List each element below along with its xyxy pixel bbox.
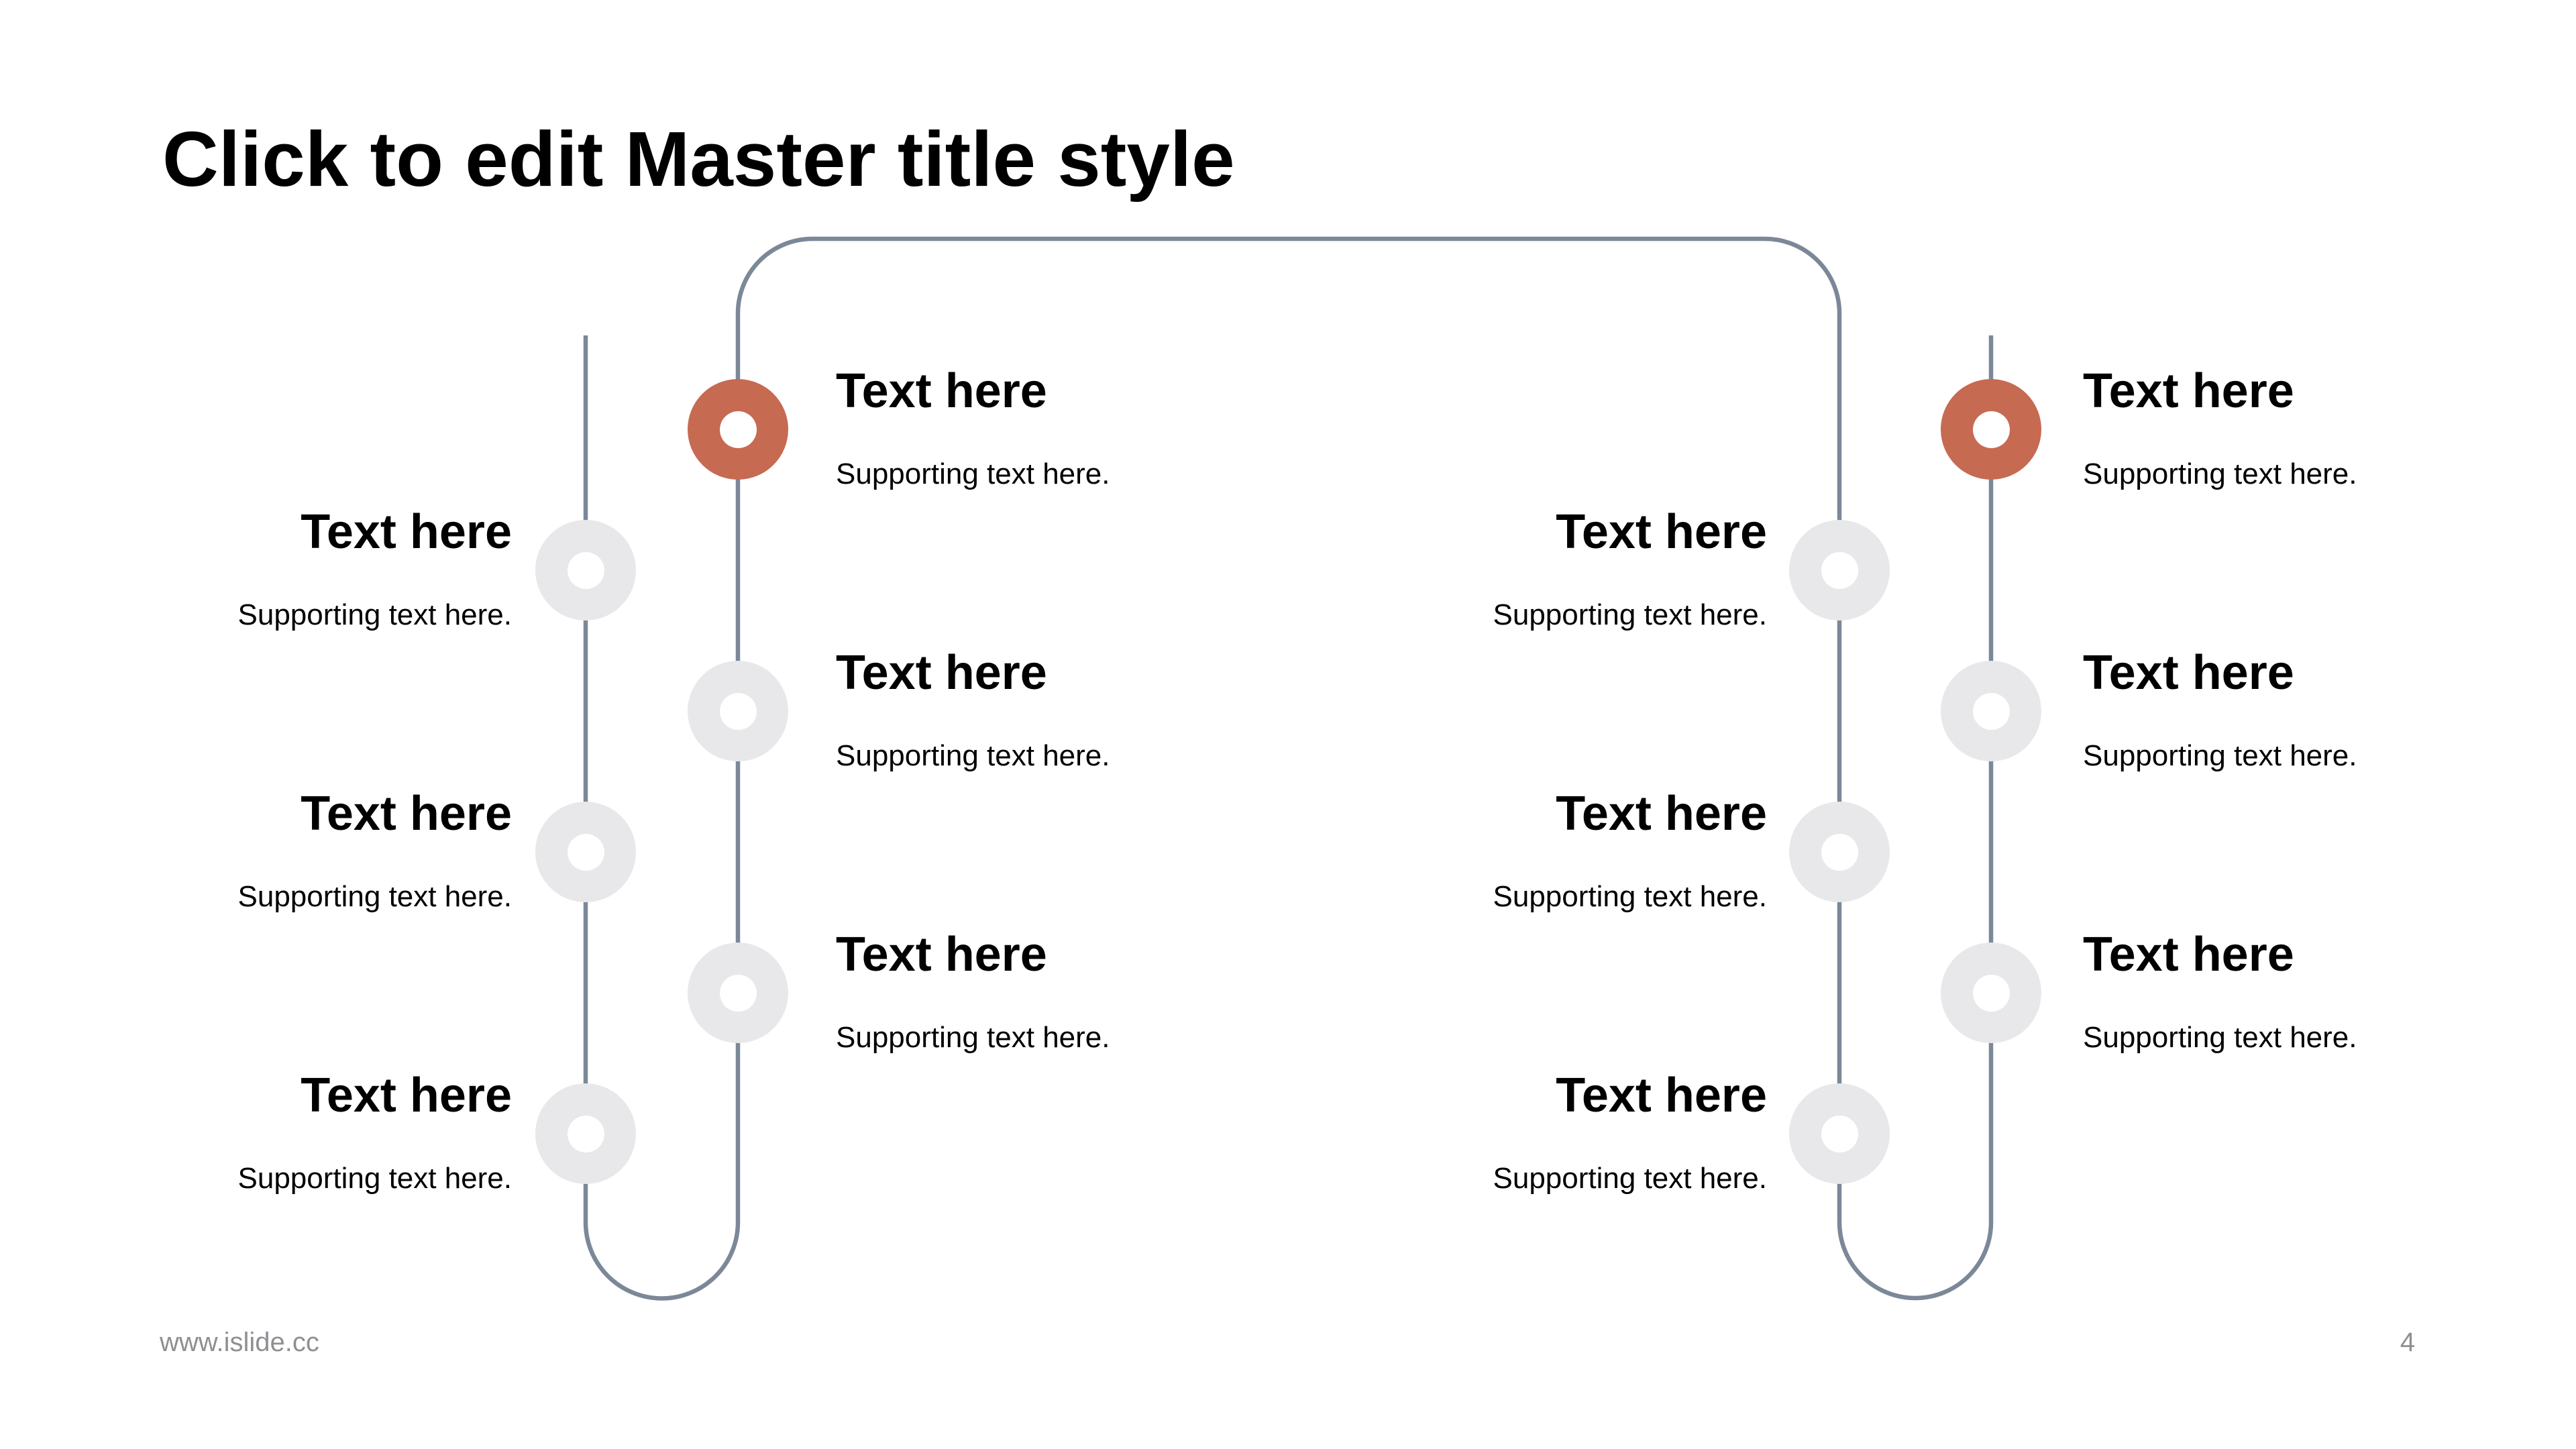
node-hole bbox=[1972, 692, 2010, 730]
node-hole bbox=[1972, 974, 2010, 1012]
page-number: 4 bbox=[2400, 1328, 2416, 1357]
timeline-item: Text here Supporting text here. bbox=[1493, 790, 1767, 912]
timeline-node-accent bbox=[688, 379, 788, 480]
item-title: Text here bbox=[1556, 505, 1767, 559]
item-subtitle: Supporting text here. bbox=[237, 1162, 512, 1195]
timeline-item: Text here Supporting text here. bbox=[1493, 508, 1767, 630]
timeline-node bbox=[535, 520, 636, 621]
timeline-path-line bbox=[583, 236, 1994, 1301]
timeline-item: Text here Supporting text here. bbox=[2083, 930, 2357, 1053]
timeline-item: Text here Supporting text here. bbox=[836, 930, 1110, 1053]
timeline-node bbox=[535, 1083, 636, 1184]
timeline-item: Text here Supporting text here. bbox=[836, 367, 1110, 489]
timeline-item: Text here Supporting text here. bbox=[238, 508, 512, 630]
timeline-node bbox=[1789, 520, 1890, 621]
timeline-node bbox=[688, 943, 788, 1043]
node-hole bbox=[567, 833, 604, 871]
timeline-node bbox=[535, 802, 636, 902]
item-subtitle: Supporting text here. bbox=[237, 598, 512, 631]
node-hole bbox=[719, 974, 757, 1012]
node-hole bbox=[1821, 833, 1858, 871]
item-title: Text here bbox=[301, 505, 512, 559]
timeline-node bbox=[688, 661, 788, 761]
item-title: Text here bbox=[1556, 1069, 1767, 1122]
item-title: Text here bbox=[836, 364, 1047, 418]
item-subtitle: Supporting text here. bbox=[2083, 1021, 2357, 1054]
item-title: Text here bbox=[836, 646, 1047, 700]
timeline-item: Text here Supporting text here. bbox=[238, 1071, 512, 1193]
timeline-item: Text here Supporting text here. bbox=[2083, 367, 2357, 489]
item-title: Text here bbox=[2083, 646, 2294, 700]
node-hole bbox=[567, 551, 604, 589]
node-hole bbox=[719, 411, 757, 448]
item-title: Text here bbox=[1556, 787, 1767, 841]
item-subtitle: Supporting text here. bbox=[2083, 739, 2357, 772]
item-subtitle: Supporting text here. bbox=[1493, 1162, 1767, 1195]
node-hole bbox=[1821, 1115, 1858, 1152]
timeline-node bbox=[1789, 1083, 1890, 1184]
item-subtitle: Supporting text here. bbox=[1493, 598, 1767, 631]
timeline-item: Text here Supporting text here. bbox=[1493, 1071, 1767, 1193]
slide-title: Click to edit Master title style bbox=[162, 115, 1235, 203]
timeline-node-accent bbox=[1941, 379, 2041, 480]
footer-url: www.islide.cc bbox=[160, 1328, 319, 1357]
timeline-node bbox=[1941, 943, 2041, 1043]
node-hole bbox=[567, 1115, 604, 1152]
item-title: Text here bbox=[836, 928, 1047, 981]
timeline-item: Text here Supporting text here. bbox=[836, 649, 1110, 771]
item-title: Text here bbox=[301, 1069, 512, 1122]
item-subtitle: Supporting text here. bbox=[237, 880, 512, 913]
timeline-node bbox=[1941, 661, 2041, 761]
item-title: Text here bbox=[2083, 364, 2294, 418]
item-title: Text here bbox=[2083, 928, 2294, 981]
item-subtitle: Supporting text here. bbox=[836, 1021, 1110, 1054]
timeline-item: Text here Supporting text here. bbox=[238, 790, 512, 912]
node-hole bbox=[1972, 411, 2010, 448]
item-subtitle: Supporting text here. bbox=[836, 739, 1110, 772]
timeline-item: Text here Supporting text here. bbox=[2083, 649, 2357, 771]
item-title: Text here bbox=[301, 787, 512, 841]
timeline-node bbox=[1789, 802, 1890, 902]
item-subtitle: Supporting text here. bbox=[836, 458, 1110, 490]
node-hole bbox=[1821, 551, 1858, 589]
item-subtitle: Supporting text here. bbox=[2083, 458, 2357, 490]
item-subtitle: Supporting text here. bbox=[1493, 880, 1767, 913]
node-hole bbox=[719, 692, 757, 730]
